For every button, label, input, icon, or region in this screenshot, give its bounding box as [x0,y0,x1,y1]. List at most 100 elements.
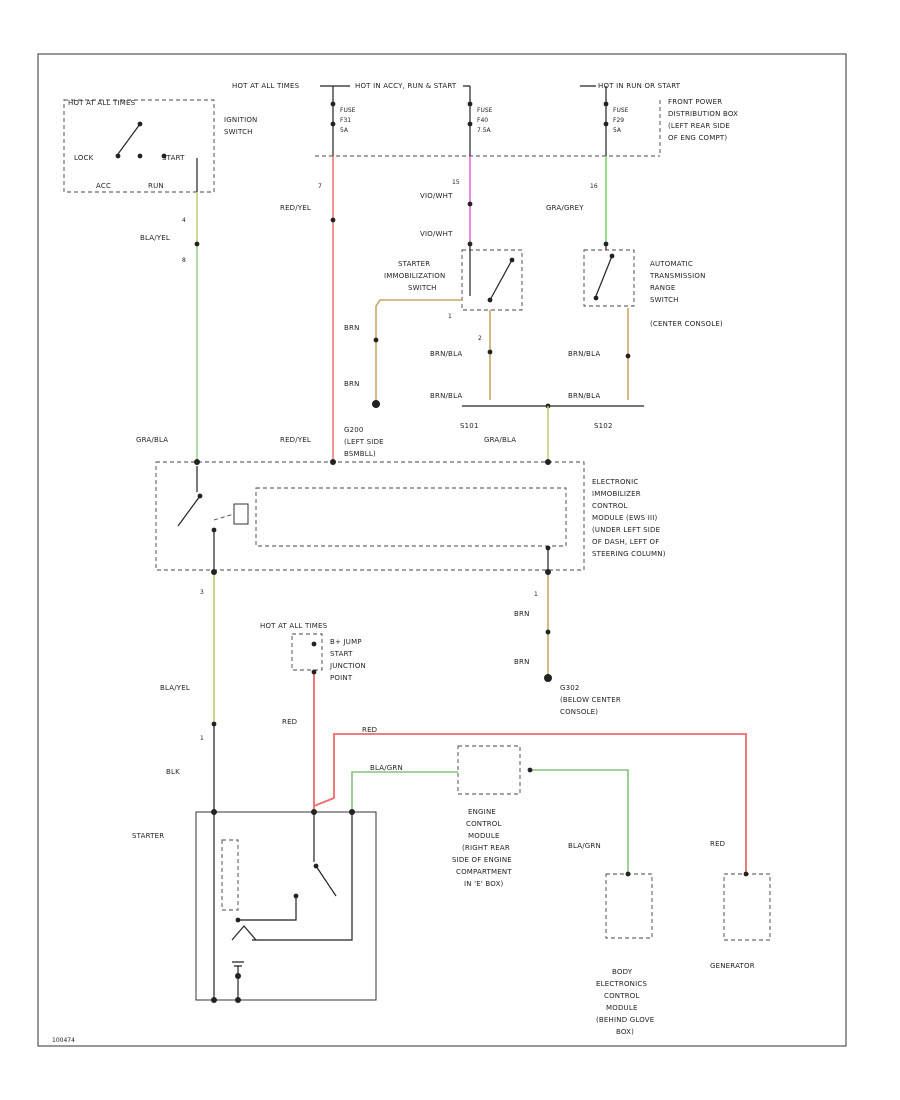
wire-brn-bla-immob: 2 BRN/BLA BRN/BLA [430,310,493,400]
svg-text:HOT AT ALL TIMES: HOT AT ALL TIMES [68,99,136,107]
svg-text:G200: G200 [344,426,364,434]
svg-text:CONSOLE): CONSOLE) [560,708,598,716]
svg-text:ELECTRONICS: ELECTRONICS [596,980,647,988]
svg-text:F40: F40 [477,117,488,124]
hot-run-accy-label: HOT IN ACCY, RUN & START [355,82,457,90]
svg-text:GENERATOR: GENERATOR [710,962,755,970]
svg-text:STARTER: STARTER [132,832,164,840]
svg-text:(LEFT REAR SIDE: (LEFT REAR SIDE [668,122,730,130]
fuse-f40: FUSE F40 7.5A [467,86,493,156]
wire-bla-yel-starter: 3 BLA/YEL 1 BLK [160,569,217,812]
svg-text:START: START [162,154,185,162]
svg-text:RUN: RUN [148,182,164,190]
svg-text:POINT: POINT [330,674,353,682]
svg-text:F31: F31 [340,117,351,124]
svg-text:1: 1 [534,591,538,598]
svg-text:BRN/BLA: BRN/BLA [430,392,462,400]
svg-text:BLA/GRN: BLA/GRN [568,842,601,850]
ignition-switch: HOT AT ALL TIMES LOCK START ACC RUN IGNI… [63,99,257,193]
svg-text:2: 2 [478,335,482,342]
wire-bla-grn: BLA/GRN BLA/GRN [351,764,629,872]
svg-text:STEERING COLUMN): STEERING COLUMN) [592,550,666,558]
svg-text:VIO/WHT: VIO/WHT [420,230,453,238]
engine-control-module: ENGINE CONTROL MODULE (RIGHT REAR SIDE O… [452,745,521,888]
svg-text:ENGINE: ENGINE [468,808,496,816]
svg-text:BRN/BLA: BRN/BLA [430,350,462,358]
hot-at-all-times-top-label: HOT AT ALL TIMES [232,82,300,90]
wire-brn-bla-trans: BRN/BLA BRN/BLA [568,308,631,400]
svg-text:IMMOBILIZATION: IMMOBILIZATION [384,272,445,280]
svg-text:STARTER: STARTER [398,260,430,268]
svg-text:(BEHIND GLOVE: (BEHIND GLOVE [596,1016,654,1024]
svg-text:S102: S102 [594,422,613,430]
svg-text:RED: RED [362,726,377,734]
svg-text:AUTOMATIC: AUTOMATIC [650,260,693,268]
wire-red-yel-f31: 7 RED/YEL RED/YEL [280,156,336,462]
svg-text:SIDE OF ENGINE: SIDE OF ENGINE [452,856,512,864]
svg-text:IMMOBILIZER: IMMOBILIZER [592,490,641,498]
svg-text:BRN: BRN [514,658,530,666]
fuse-f29: FUSE F29 5A [603,86,629,156]
svg-text:HOT AT ALL TIMES: HOT AT ALL TIMES [260,622,328,630]
svg-text:BLA/YEL: BLA/YEL [140,234,170,242]
svg-text:(RIGHT REAR: (RIGHT REAR [462,844,510,852]
svg-text:RED: RED [710,840,725,848]
starter-immobilization-switch: STARTER IMMOBILIZATION SWITCH [384,244,523,311]
svg-text:OF DASH, LEFT OF: OF DASH, LEFT OF [592,538,659,546]
svg-text:VIO/WHT: VIO/WHT [420,192,453,200]
svg-text:(UNDER LEFT SIDE: (UNDER LEFT SIDE [592,526,660,534]
svg-text:GRA/BLA: GRA/BLA [484,436,516,444]
svg-text:FUSE: FUSE [477,107,493,114]
svg-text:7: 7 [318,183,322,190]
svg-text:BODY: BODY [612,968,633,976]
hot-run-start-label: HOT IN RUN OR START [598,82,681,90]
body-electronics-control-module: BODY ELECTRONICS CONTROL MODULE (BEHIND … [596,871,654,1036]
svg-text:BSMBLL): BSMBLL) [344,450,376,458]
svg-text:JUNCTION: JUNCTION [329,662,366,670]
diagram-frame [37,53,847,1047]
svg-text:FUSE: FUSE [340,107,356,114]
svg-text:1: 1 [448,313,452,320]
svg-text:CONTROL: CONTROL [592,502,628,510]
svg-text:ELECTRONIC: ELECTRONIC [592,478,638,486]
wire-bla-yel-ignition: 4 BLA/YEL 8 GRA/BLA [136,192,200,460]
svg-text:S101: S101 [460,422,479,430]
splice-s101-s102: S101 S102 [460,403,644,430]
svg-text:4: 4 [182,217,186,224]
svg-text:(BELOW CENTER: (BELOW CENTER [560,696,621,704]
svg-text:(CENTER CONSOLE): (CENTER CONSOLE) [650,320,723,328]
svg-text:RED/YEL: RED/YEL [280,204,311,212]
svg-text:BRN: BRN [344,380,360,388]
svg-text:BRN: BRN [344,324,360,332]
svg-text:MODULE: MODULE [468,832,500,840]
footer-code: 100474 [52,1037,75,1044]
svg-text:1: 1 [200,735,204,742]
svg-text:GRA/BLA: GRA/BLA [136,436,168,444]
automatic-transmission-range-switch: AUTOMATIC TRANSMISSION RANGE SWITCH (CEN… [583,244,723,328]
svg-text:F29: F29 [613,117,624,124]
svg-text:15: 15 [452,179,460,186]
svg-text:MODULE (EWS III): MODULE (EWS III) [592,514,658,522]
svg-text:FRONT POWER: FRONT POWER [668,98,722,106]
svg-text:MODULE: MODULE [606,1004,638,1012]
wire-vio-wht-f40: 15 VIO/WHT VIO/WHT [420,156,473,247]
svg-text:START: START [330,650,353,658]
svg-text:SWITCH: SWITCH [650,296,679,304]
svg-text:IN 'E' BOX): IN 'E' BOX) [464,880,504,888]
wire-brn-g302: 1 BRN BRN G302 (BELOW CENTER CONSOLE) [514,569,621,716]
svg-text:RED/YEL: RED/YEL [280,436,311,444]
svg-text:16: 16 [590,183,598,190]
wire-red: RED RED RED [282,669,747,872]
svg-text:DISTRIBUTION BOX: DISTRIBUTION BOX [668,110,738,118]
svg-text:G302: G302 [560,684,580,692]
svg-text:BRN/BLA: BRN/BLA [568,392,600,400]
svg-text:LOCK: LOCK [74,154,94,162]
fuse-f31: FUSE F31 5A [330,86,356,156]
svg-text:OF ENG COMPT): OF ENG COMPT) [668,134,727,142]
svg-text:BLA/GRN: BLA/GRN [370,764,403,772]
svg-text:BRN: BRN [514,610,530,618]
svg-text:CONTROL: CONTROL [604,992,640,1000]
svg-text:SWITCH: SWITCH [224,128,253,136]
electronic-immobilizer-control-module: ELECTRONIC IMMOBILIZER CONTROL MODULE (E… [155,459,666,571]
